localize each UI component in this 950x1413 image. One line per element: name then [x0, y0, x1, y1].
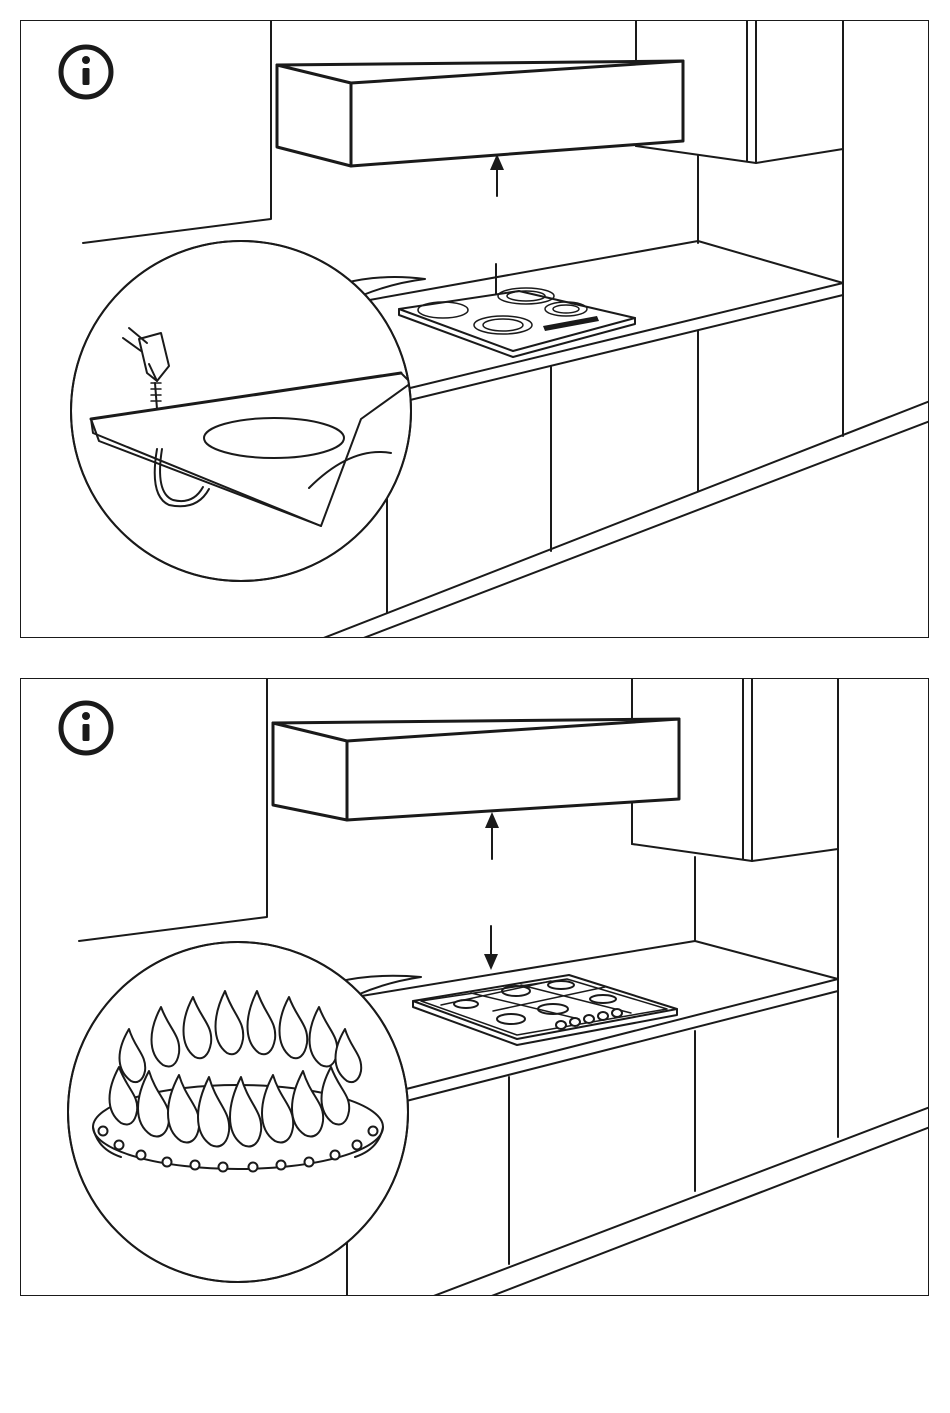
distance-arrow-up	[485, 812, 499, 859]
distance-arrow-down	[484, 926, 498, 970]
burner-flames-detail	[68, 942, 408, 1282]
base-cabinets	[321, 295, 929, 638]
extractor-hood	[277, 61, 683, 166]
plug-cable-detail	[71, 241, 411, 581]
electric-hob-scene	[21, 21, 929, 638]
gas-hob	[413, 975, 677, 1045]
electric-hob	[399, 288, 635, 357]
extractor-hood	[273, 719, 679, 820]
illustration-panel-electric-hob	[20, 20, 929, 638]
distance-arrow-up	[490, 154, 504, 196]
gas-hob-scene	[21, 679, 929, 1296]
base-cabinets	[347, 991, 929, 1296]
illustration-panel-gas-hob	[20, 678, 929, 1296]
info-icon	[61, 47, 111, 97]
info-icon	[61, 703, 111, 753]
